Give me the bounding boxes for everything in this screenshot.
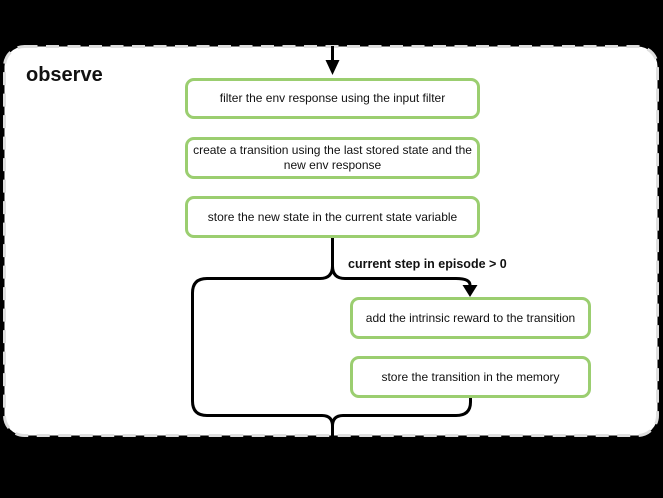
flow-node-store-transition: store the transition in the memory [350,356,591,398]
merge-connector [331,398,472,427]
bypass-branch-connector [191,265,334,438]
condition-label: current step in episode > 0 [348,257,507,271]
condition-branch-connector [331,265,472,287]
flow-node-filter-env-response: filter the env response using the input … [185,78,480,119]
group-title: observe [26,64,103,86]
flow-node-create-transition: create a transition using the last store… [185,137,480,179]
flow-node-add-intrinsic-reward: add the intrinsic reward to the transiti… [350,297,591,339]
condition-arrowhead [462,285,478,297]
entry-arrowhead [325,60,340,75]
flow-node-store-new-state: store the new state in the current state… [185,196,480,238]
